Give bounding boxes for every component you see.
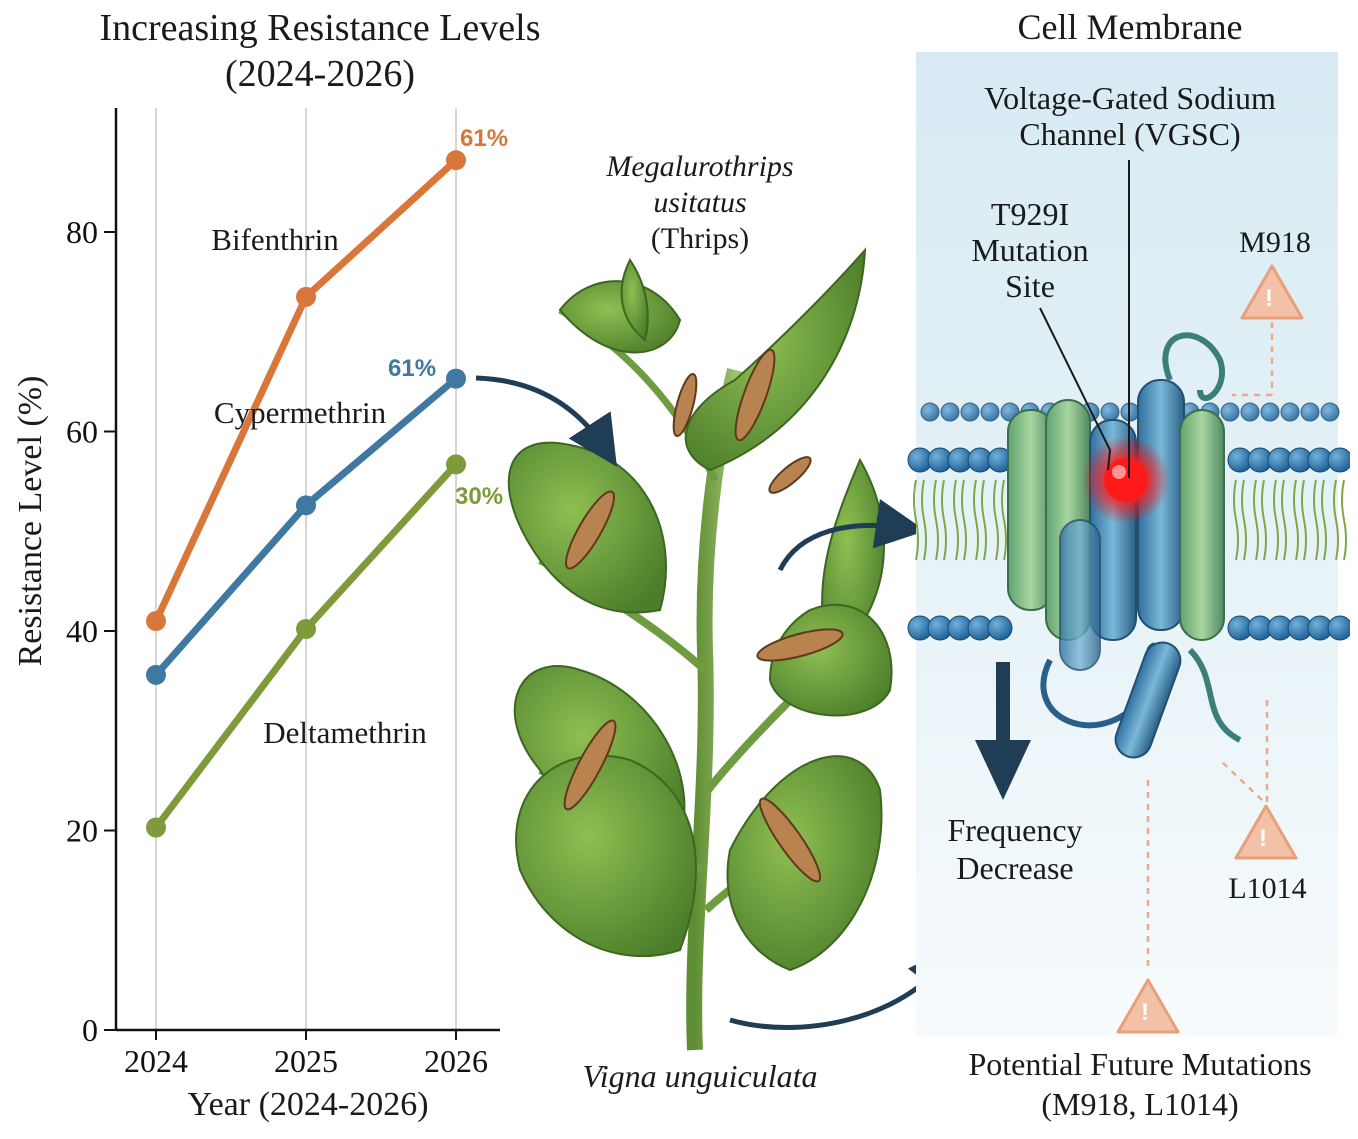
end-value-label: 61%	[460, 125, 508, 152]
chart-title: Increasing Resistance Levels	[99, 7, 541, 49]
pest-common-name: (Thrips)	[650, 222, 750, 255]
cowpea-plant-illustration	[507, 247, 893, 1051]
m918-label: M918	[1239, 226, 1311, 259]
chart-subtitle: (2024-2026)	[225, 53, 415, 95]
channel-label-line2: Channel (VGSC)	[1019, 116, 1241, 152]
x-axis-label: Year (2024-2026)	[187, 1086, 429, 1123]
thrips-insects	[563, 348, 844, 883]
frequency-label-line1: Frequency	[947, 812, 1083, 848]
end-value-label: 30%	[455, 483, 503, 510]
data-point	[446, 368, 466, 389]
end-value-label: 61%	[388, 355, 436, 382]
data-point	[446, 150, 466, 171]
y-tick-label: 60	[66, 414, 98, 450]
data-point	[146, 817, 166, 838]
series-label: Bifenthrin	[211, 222, 339, 257]
mutation-site-line1: T929I	[990, 196, 1070, 232]
series-label: Deltamethrin	[263, 715, 427, 750]
data-point	[146, 664, 166, 685]
data-point	[446, 454, 466, 475]
x-tick-label: 2025	[274, 1043, 338, 1079]
warning-symbol: !	[1141, 999, 1149, 1026]
x-tick-label: 2026	[424, 1043, 488, 1079]
warning-symbol: !	[1259, 825, 1267, 852]
series-label: Cypermethrin	[214, 395, 387, 430]
warning-symbol: !	[1265, 285, 1273, 312]
frequency-label-line2: Decrease	[956, 850, 1074, 886]
mutation-site-line2: Mutation	[971, 232, 1089, 268]
data-point	[146, 611, 166, 632]
l1014-label: L1014	[1228, 872, 1307, 905]
warning-icon	[1234, 804, 1298, 860]
warning-icon	[1116, 978, 1180, 1034]
membrane-title: Cell Membrane	[1017, 7, 1243, 47]
data-point	[296, 495, 316, 516]
future-mutations-line1: Potential Future Mutations	[968, 1046, 1312, 1082]
pest-name-2: usitatus	[653, 186, 747, 219]
host-plant-name: Vigna unguiculata	[582, 1058, 818, 1094]
leaf	[515, 754, 697, 958]
y-tick-label: 20	[66, 813, 98, 849]
y-tick-label: 80	[66, 214, 98, 250]
x-tick-label: 2024	[124, 1043, 188, 1079]
data-point	[296, 619, 316, 640]
mutation-site-line3: Site	[1005, 268, 1055, 304]
lipid-bilayer-illustration	[907, 332, 1350, 759]
down-arrow-icon	[975, 662, 1031, 800]
y-tick-label: 40	[66, 613, 98, 649]
warning-icon	[1240, 264, 1304, 320]
y-tick-label: 0	[82, 1012, 98, 1048]
pest-name: Megalurothrips	[606, 150, 794, 183]
future-mutations-line2: (M918, L1014)	[1041, 1086, 1239, 1122]
channel-label-line1: Voltage-Gated Sodium	[984, 80, 1276, 116]
data-point	[296, 286, 316, 307]
